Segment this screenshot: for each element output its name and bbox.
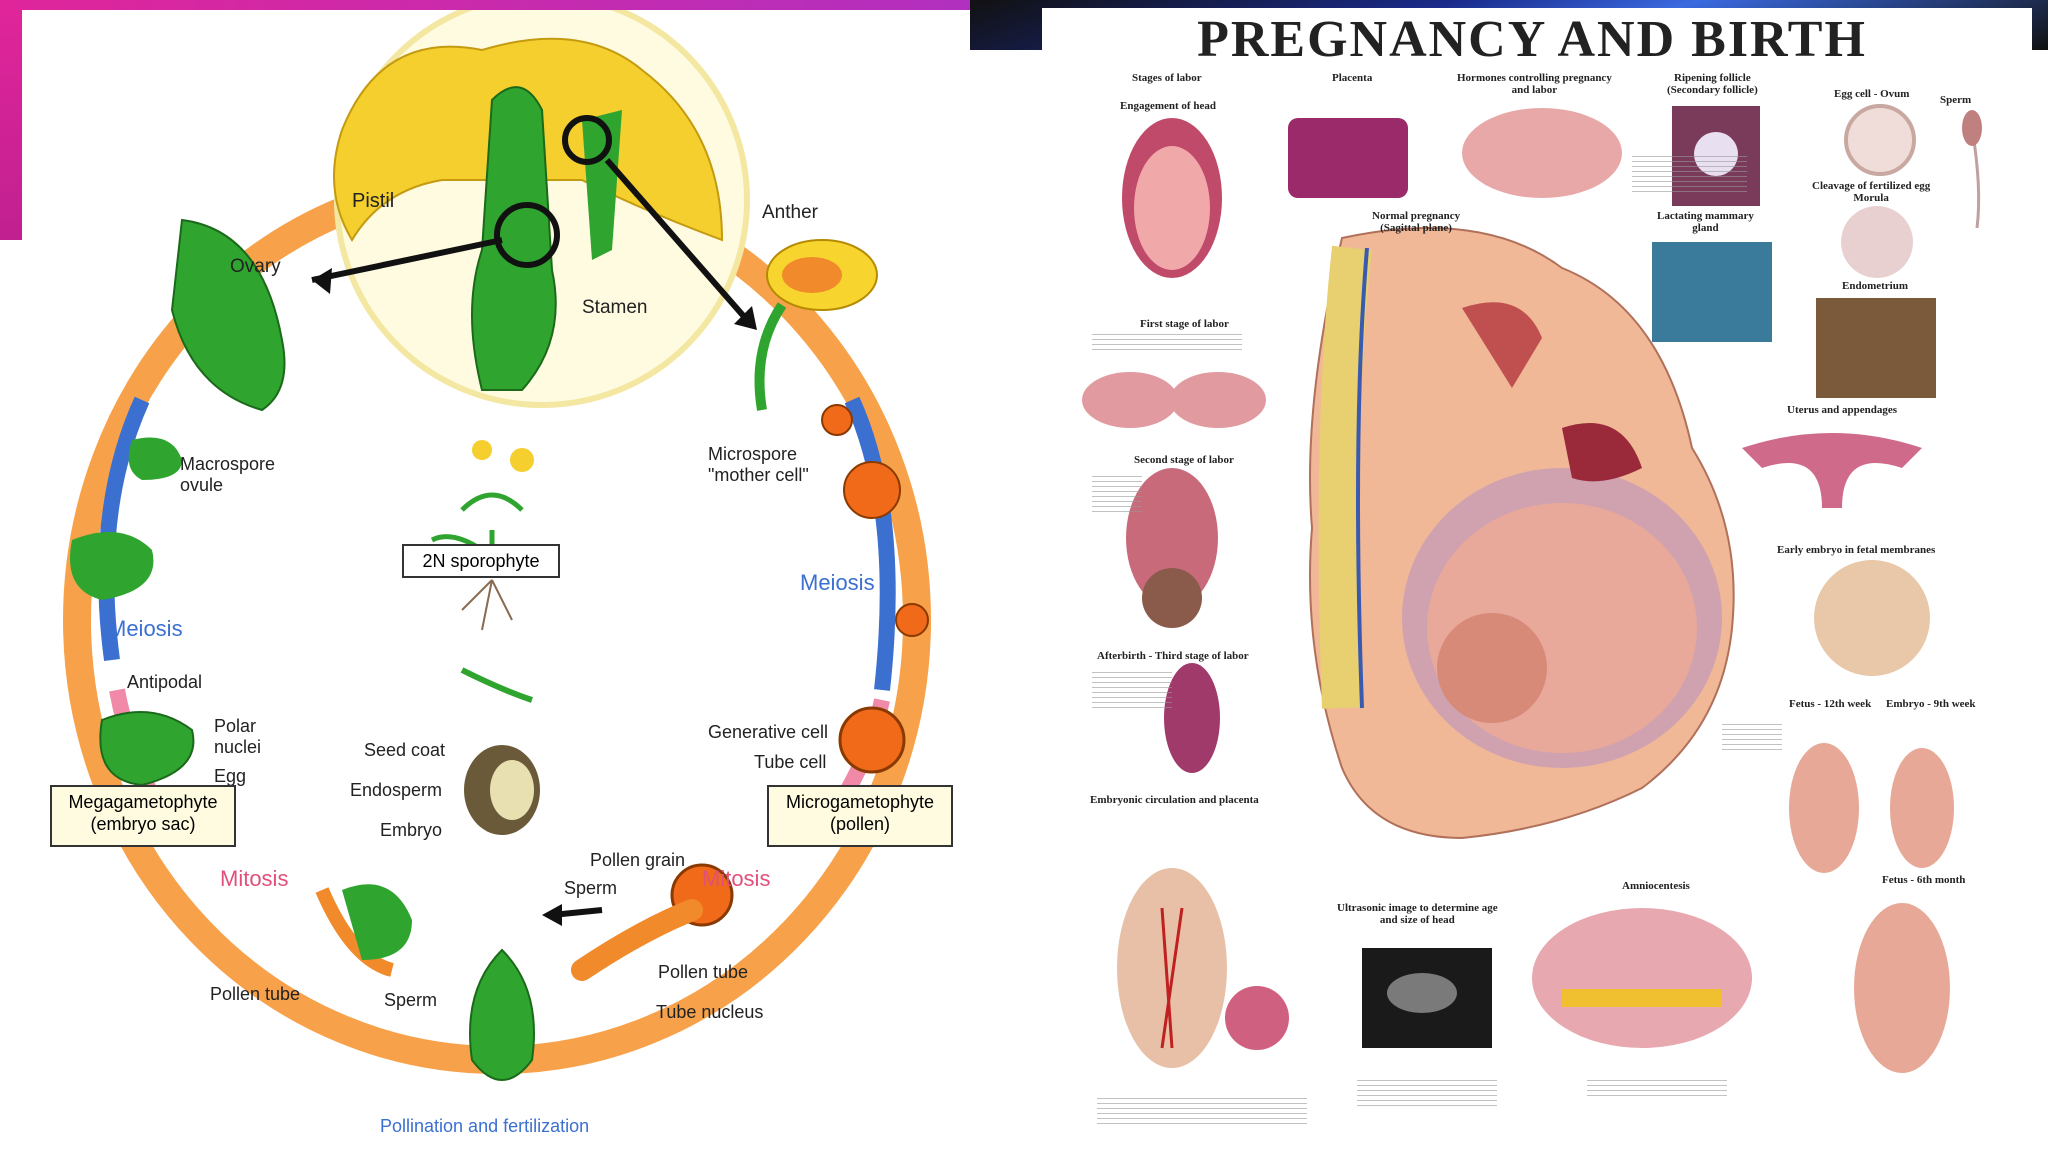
label-mitosis-right: Mitosis <box>702 866 771 891</box>
label-polar-nuclei: Polar nuclei <box>214 716 262 757</box>
section-hormones: Hormones controlling pregnancy and labor <box>1457 72 1612 96</box>
section-engagement-of-head: Engagement of head <box>1120 100 1216 112</box>
section-egg-cell: Egg cell - Ovum <box>1834 88 1910 100</box>
section-afterbirth: Afterbirth - Third stage of labor <box>1097 650 1249 662</box>
decor-stripe-left <box>0 10 22 240</box>
caption-block <box>1097 1098 1307 1128</box>
label-mitosis-left: Mitosis <box>220 866 289 891</box>
section-cleavage-morula: Cleavage of fertilized egg Morula <box>1812 180 1931 204</box>
section-ripening-follicle: Ripening follicle (Secondary follicle) <box>1667 72 1758 96</box>
pregnancy-birth-poster: PREGNANCY AND BIRTH <box>1042 8 2032 1146</box>
section-second-stage-labor: Second stage of labor <box>1134 454 1234 466</box>
label-seed-coat: Seed coat <box>364 740 446 760</box>
section-endometrium: Endometrium <box>1842 280 1908 292</box>
caption-block <box>1632 156 1747 196</box>
section-amniocentesis: Amniocentesis <box>1622 880 1690 892</box>
label-tube-cell: Tube cell <box>754 752 827 772</box>
caption-block <box>1357 1080 1497 1110</box>
label-antipodal: Antipodal <box>127 672 203 692</box>
label-endosperm: Endosperm <box>350 780 443 800</box>
poster-title: PREGNANCY AND BIRTH <box>1197 11 1867 68</box>
label-pollination-fertilization: Pollination and fertilization <box>380 1116 590 1136</box>
plant-cycle-artwork <box>63 10 931 1081</box>
section-fetus-6-month: Fetus - 6th month <box>1882 874 1966 886</box>
poster-artwork <box>1082 104 1982 1073</box>
label-pollen-grain: Pollen grain <box>590 850 686 870</box>
label-generative-cell: Generative cell <box>708 722 829 742</box>
label-embryo: Embryo <box>380 820 443 840</box>
label-pistil: Pistil <box>352 190 395 212</box>
section-uterus-appendages: Uterus and appendages <box>1787 404 1898 416</box>
caption-block <box>1092 672 1172 712</box>
plant-life-cycle-diagram: Pistil Anther Ovary Stamen Macrospore ov… <box>22 10 968 1142</box>
section-fetus-12-week: Fetus - 12th week <box>1789 698 1872 710</box>
caption-block <box>1722 724 1782 754</box>
decor-stripe-pink <box>0 0 1000 10</box>
label-anther: Anther <box>762 202 818 223</box>
section-ultrasonic-image: Ultrasonic image to determine age and si… <box>1337 902 1498 926</box>
label-egg: Egg <box>214 766 247 786</box>
label-tube-nucleus: Tube nucleus <box>656 1002 764 1022</box>
section-sperm: Sperm <box>1940 94 1972 106</box>
label-ovary: Ovary <box>230 256 281 277</box>
section-first-stage-labor: First stage of labor <box>1140 318 1229 330</box>
label-microspore-mother-cell: Microspore "mother cell" <box>708 444 809 485</box>
section-normal-pregnancy: Normal pregnancy (Sagittal plane) <box>1372 210 1461 234</box>
label-pollen-tube-right: Pollen tube <box>658 962 749 982</box>
label-megagametophyte: Megagametophyte (embryo sac) <box>50 785 236 847</box>
label-meiosis-right: Meiosis <box>800 570 875 595</box>
label-meiosis-left: Meiosis <box>108 616 183 641</box>
caption-block <box>1092 334 1242 354</box>
section-placenta: Placenta <box>1332 72 1373 84</box>
label-sperm-bottom: Sperm <box>384 990 438 1010</box>
section-embryonic-circulation: Embryonic circulation and placenta <box>1090 794 1259 806</box>
section-embryo-9-week: Embryo - 9th week <box>1886 698 1976 710</box>
section-lactating-mammary: Lactating mammary gland <box>1657 210 1754 234</box>
section-early-embryo: Early embryo in fetal membranes <box>1777 544 1936 556</box>
label-pollen-tube-left: Pollen tube <box>210 984 301 1004</box>
label-2n-sporophyte: 2N sporophyte <box>402 544 560 578</box>
caption-block <box>1092 476 1142 516</box>
label-sperm-top: Sperm <box>564 878 618 898</box>
label-microgametophyte: Microgametophyte (pollen) <box>767 785 953 847</box>
label-stamen: Stamen <box>582 297 648 318</box>
label-macrospore-ovule: Macrospore ovule <box>180 454 276 495</box>
caption-block <box>1587 1080 1727 1100</box>
section-stages-of-labor: Stages of labor <box>1132 72 1202 84</box>
